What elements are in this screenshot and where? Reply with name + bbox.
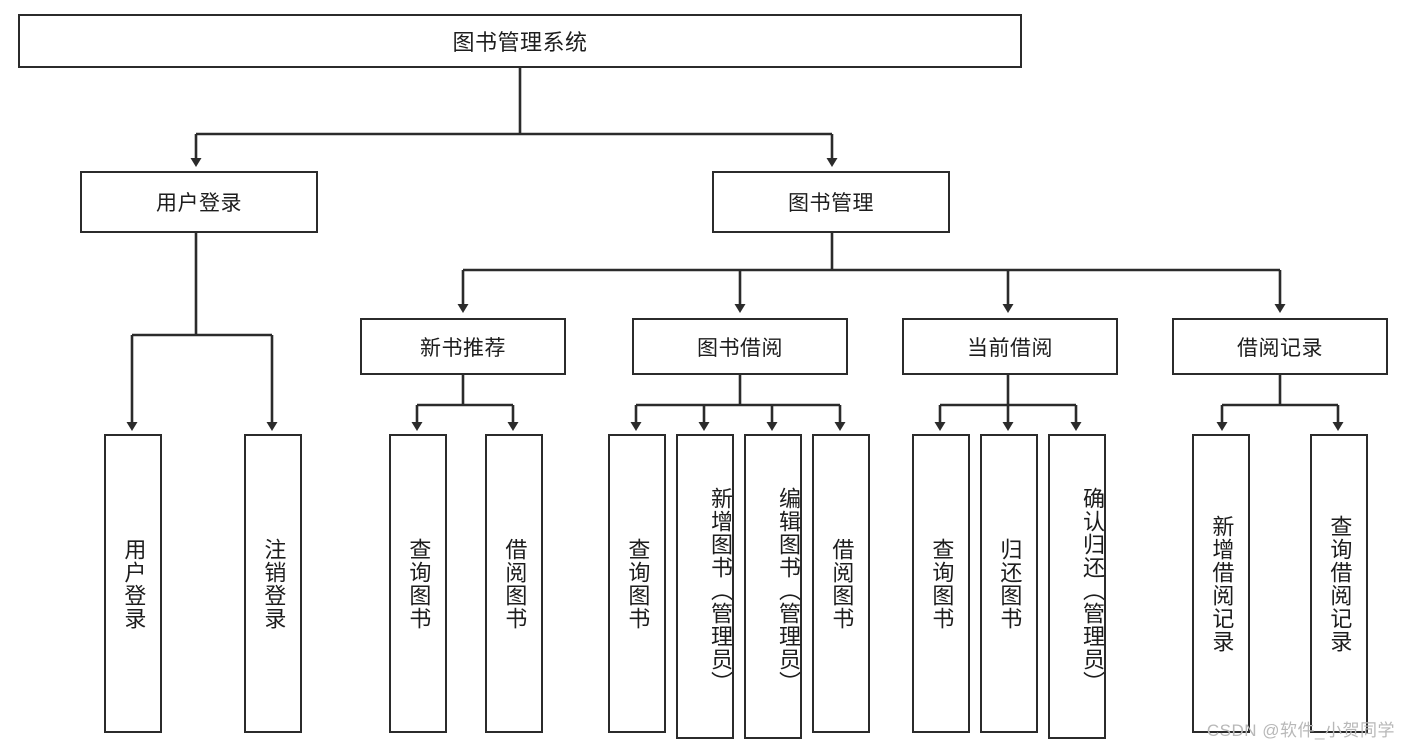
node-root-book-management-system[interactable]: 图书管理系统 — [18, 14, 1022, 68]
leaf-new-book-query-books[interactable]: 查询图书 — [389, 434, 447, 733]
leaf-current-return-books[interactable]: 归还图书 — [980, 434, 1038, 733]
leaf-borrow-add-book-admin[interactable]: 新增图书（管理员） — [676, 434, 734, 739]
leaf-user-login-logout[interactable]: 注销登录 — [244, 434, 302, 733]
node-new-book-recommendation[interactable]: 新书推荐 — [360, 318, 566, 375]
node-current-borrowing[interactable]: 当前借阅 — [902, 318, 1118, 375]
leaf-new-book-borrow-books[interactable]: 借阅图书 — [485, 434, 543, 733]
leaf-user-login-login[interactable]: 用户登录 — [104, 434, 162, 733]
node-book-borrowing[interactable]: 图书借阅 — [632, 318, 848, 375]
leaf-record-query-borrow-record[interactable]: 查询借阅记录 — [1310, 434, 1368, 733]
leaf-borrow-edit-book-admin[interactable]: 编辑图书（管理员） — [744, 434, 802, 739]
leaf-borrow-query-books[interactable]: 查询图书 — [608, 434, 666, 733]
node-borrowing-record[interactable]: 借阅记录 — [1172, 318, 1388, 375]
leaf-borrow-borrow-books[interactable]: 借阅图书 — [812, 434, 870, 733]
leaf-current-confirm-return-admin[interactable]: 确认归还（管理员） — [1048, 434, 1106, 739]
node-user-login[interactable]: 用户登录 — [80, 171, 318, 233]
csdn-watermark: CSDN @软件_小贺同学 — [1206, 721, 1395, 740]
leaf-record-add-borrow-record[interactable]: 新增借阅记录 — [1192, 434, 1250, 733]
leaf-current-query-books[interactable]: 查询图书 — [912, 434, 970, 733]
node-book-management[interactable]: 图书管理 — [712, 171, 950, 233]
